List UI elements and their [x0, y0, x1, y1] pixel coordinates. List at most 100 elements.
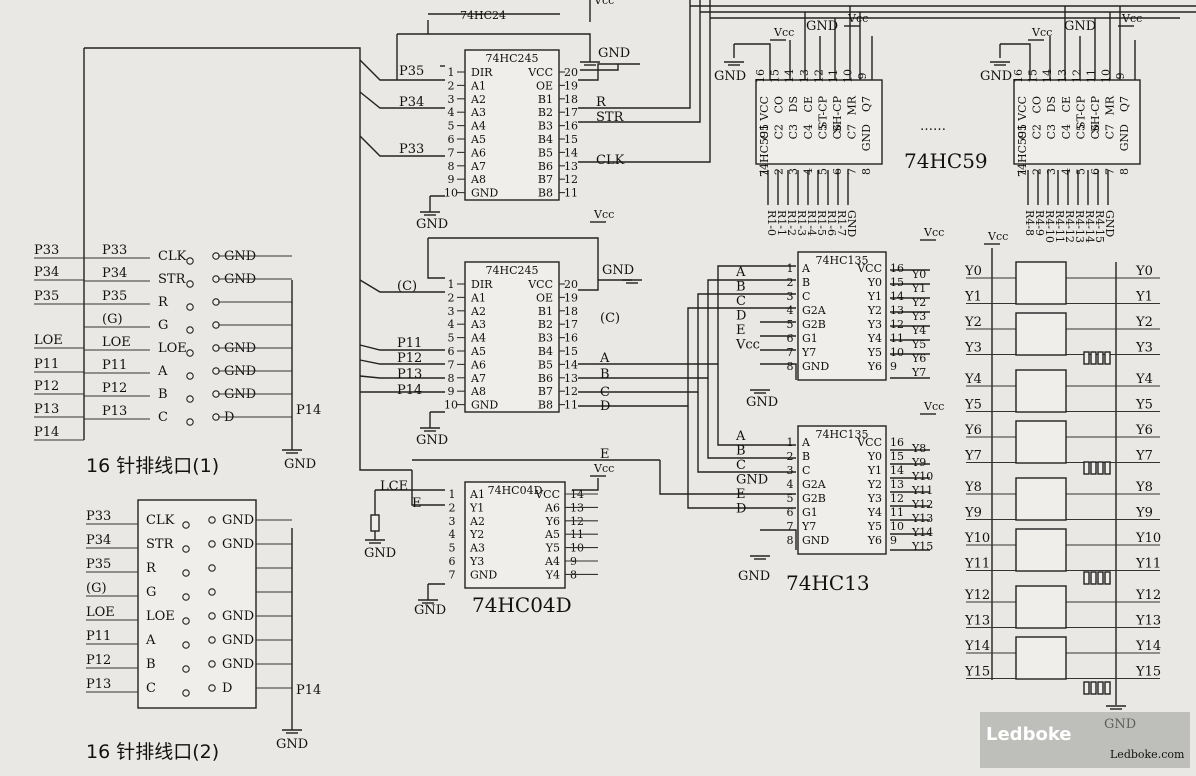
conn2-left-label: P12	[86, 653, 111, 668]
watermark-panel	[980, 712, 1190, 768]
hc245-mid-pin-num: 7	[448, 358, 455, 371]
hc595-dots: ……	[920, 119, 946, 134]
hc138-top-output: Y5	[911, 338, 926, 351]
hc595-a-output: R1-4	[805, 210, 818, 236]
conn2-pin-left: STR	[146, 537, 175, 552]
conn2-pin-left: C	[146, 681, 156, 696]
conn2-pin-circle	[208, 636, 216, 644]
hc138-bot-pin-num: 11	[890, 506, 904, 519]
conn1-outer-label: LOE	[34, 333, 63, 348]
conn2-pin-circle	[208, 516, 216, 524]
hc245-top-pin-num: 18	[564, 93, 578, 106]
hc138-bot-pin-name: Y6	[867, 534, 882, 547]
hc138-bot-pin-name: G2B	[802, 492, 826, 505]
hc138-top-pin-num: 1	[787, 262, 794, 275]
hc595-a-vcc-label: Vcc	[773, 26, 794, 39]
hc138-bot-input: D	[736, 502, 746, 517]
hc138-bot-pin-name: Y2	[867, 478, 882, 491]
hc245-top-pin-num: 6	[448, 133, 455, 146]
hc245-mid-pin-num: 2	[448, 291, 455, 304]
driver-row-left: Y1	[964, 290, 982, 305]
hc245-mid-pin-num: 8	[448, 372, 455, 385]
hc595-b-output: R4-11	[1053, 210, 1066, 243]
driver-resistor	[1097, 571, 1104, 585]
hc245-mid-pin-name: A4	[470, 332, 486, 345]
hc138-top-pin-num: 16	[890, 262, 904, 275]
hc138-bot-pin-num: 12	[890, 492, 904, 505]
driver-resistor	[1097, 681, 1104, 695]
hc245-mid-pin-name: B5	[538, 358, 553, 371]
hc245-mid-pin-num: 12	[564, 385, 578, 398]
hc04-pin-num: 1	[449, 488, 456, 501]
hc245-top-pin-name: A7	[470, 160, 486, 173]
conn1-pin-left: G	[158, 318, 168, 333]
conn1-inner-label: P11	[102, 358, 127, 373]
conn1-inner-label: P13	[102, 404, 127, 419]
hc138-top-label: 74HC135	[815, 254, 868, 267]
conn1-outer-label: P35	[34, 289, 59, 304]
hc595-b-top-pin: 9	[1114, 73, 1127, 80]
hc138-top-pin-name: VCC	[856, 262, 882, 275]
driver-resistor	[1104, 681, 1111, 695]
driver-row-right: Y6	[1135, 423, 1153, 438]
hc04-pin-name: Y2	[469, 528, 484, 541]
hc245-top-pin-name: A6	[470, 146, 486, 159]
hc245-top-pin-num: 13	[564, 160, 578, 173]
hc595-a-top-pin: 16	[754, 69, 767, 83]
hc595-b-bot-pin: 1	[1016, 168, 1029, 175]
driver-row-right: Y4	[1135, 372, 1153, 387]
hc245-top-pin-num: 5	[448, 120, 455, 133]
wiring	[83, 0, 1196, 705]
hc245-mid-input: P11	[397, 336, 422, 351]
hc245-top-pin-num: 19	[564, 79, 578, 92]
hc595-b-bot-pin: 2	[1031, 168, 1044, 175]
hc04-pin-num: 5	[449, 542, 456, 555]
hc04-pin-name: A5	[544, 528, 560, 541]
hc138-bot-pin-num: 2	[787, 450, 794, 463]
conn1-inner-label: (G)	[102, 312, 123, 327]
hc595-a-gnd2: GND	[806, 19, 838, 34]
conn2-left-label: (G)	[86, 581, 107, 596]
hc245-mid-body	[464, 261, 560, 413]
hc138-top-pin-num: 14	[890, 290, 904, 303]
hc245-mid-pin-num: 9	[448, 385, 455, 398]
hc595-a-bot-name: C5	[816, 124, 829, 139]
hc595-a-output: R1-1	[775, 210, 788, 236]
conn1-pin-circle	[186, 280, 194, 288]
hc595-a-output: R1-7	[835, 210, 848, 236]
hc138-bot-pin-name: Y3	[867, 492, 882, 505]
hc138-top-pin-num: 5	[787, 318, 794, 331]
conn2-pin-circle	[208, 612, 216, 620]
hc245-mid-pin-name: B3	[538, 332, 553, 345]
hc595-b-top-name: CO	[1031, 96, 1044, 113]
hc138-bot-output: Y8	[911, 442, 926, 455]
hc138-bot-pin-name: A	[801, 436, 811, 449]
hc04-e-in: E	[412, 496, 422, 511]
driver-row-right: Y12	[1135, 588, 1161, 603]
conn1-pin-circle	[186, 395, 194, 403]
hc245-mid-label: 74HC245	[485, 264, 538, 277]
hc245-top-output: STR	[596, 110, 625, 125]
conn2-gnd-label: GND	[276, 737, 308, 752]
hc595-b-bot-name: GND	[1118, 124, 1131, 151]
hc138-top-pin-name: Y2	[867, 304, 882, 317]
hc138-bot-label: 74HC135	[815, 428, 868, 441]
hc595-b-bot-name: C1	[1016, 124, 1029, 139]
hc04-pin-name: A2	[469, 515, 485, 528]
hc04-body	[464, 481, 566, 589]
hc245-mid-pin-num: 16	[564, 332, 578, 345]
hc595-b-label: 74HC595	[1016, 124, 1029, 177]
conn1-pin-left: B	[158, 387, 168, 402]
hc595-a-label: 74HC595	[758, 124, 771, 177]
hc595-b-bot-name: C4	[1060, 124, 1073, 139]
hc138-top-input: Vcc	[735, 338, 760, 353]
hc245-mid-pin-name: OE	[536, 291, 553, 304]
conn1-pin-circle	[186, 326, 194, 334]
driver-resistor	[1090, 571, 1097, 585]
hc138-top-pin-num: 13	[890, 304, 904, 317]
hc595-a-top-name: DS	[787, 96, 800, 112]
hc138-top-pin-name: G2A	[802, 304, 827, 317]
hc245-mid-pin-name: A3	[470, 318, 486, 331]
hc245-mid-pin-name: A2	[470, 305, 486, 318]
hc245-mid-pin-name: A5	[470, 345, 486, 358]
